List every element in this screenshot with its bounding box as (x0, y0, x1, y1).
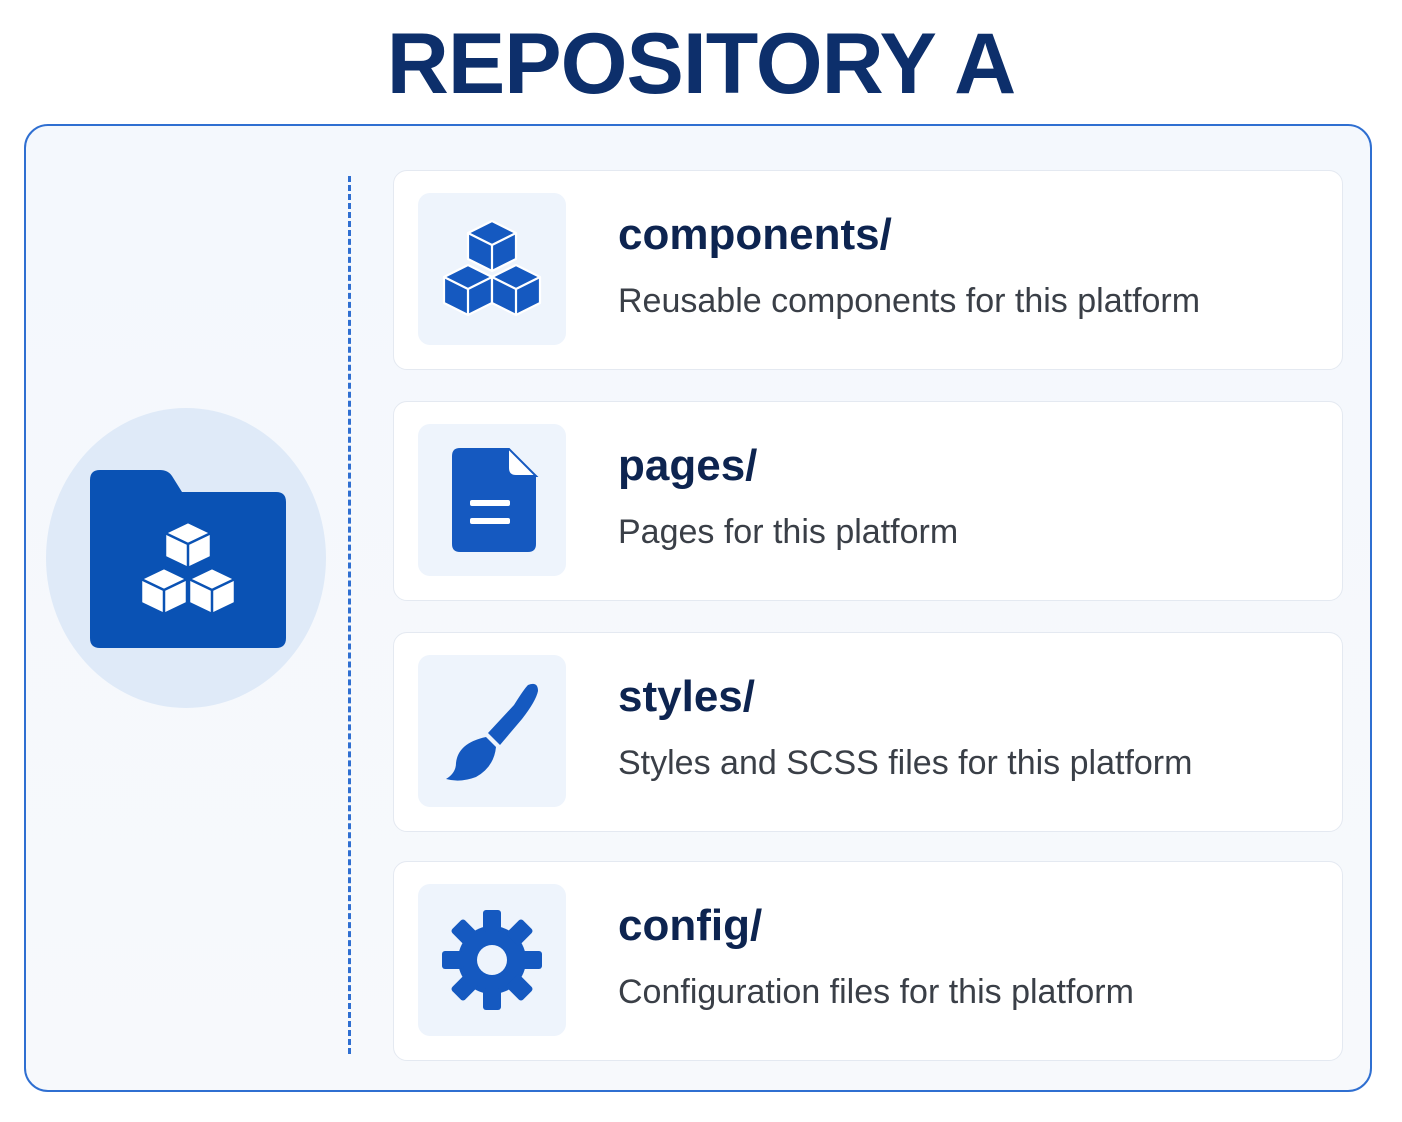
folder-description: Configuration files for this platform (618, 973, 1134, 1011)
folder-description: Pages for this platform (618, 513, 959, 551)
folder-name: components/ (618, 210, 892, 259)
icon-tile (418, 193, 566, 345)
folder-card-config[interactable]: config/ Configuration files for this pla… (393, 861, 1343, 1061)
folder-name: pages/ (618, 441, 758, 490)
folder-card-styles[interactable]: styles/ Styles and SCSS files for this p… (393, 632, 1343, 832)
folder-card-components[interactable]: components/ Reusable components for this… (393, 170, 1343, 370)
icon-tile (418, 655, 566, 807)
root-folder-badge (46, 408, 326, 708)
document-icon (452, 448, 539, 552)
repository-panel: components/ Reusable components for this… (24, 124, 1372, 1092)
gear-icon (442, 910, 542, 1010)
icon-tile (418, 424, 566, 576)
folder-with-cubes-icon (90, 470, 286, 648)
folder-description: Styles and SCSS files for this platform (618, 744, 1193, 782)
cubes-icon (442, 219, 542, 317)
folder-description: Reusable components for this platform (618, 282, 1201, 320)
icon-tile (418, 884, 566, 1036)
paintbrush-icon (446, 683, 538, 781)
folder-name: styles/ (618, 672, 755, 721)
dashed-divider (348, 176, 351, 1054)
folder-name: config/ (618, 901, 763, 950)
folder-card-pages[interactable]: pages/ Pages for this platform (393, 401, 1343, 601)
page-title: REPOSITORY A (386, 16, 1016, 112)
